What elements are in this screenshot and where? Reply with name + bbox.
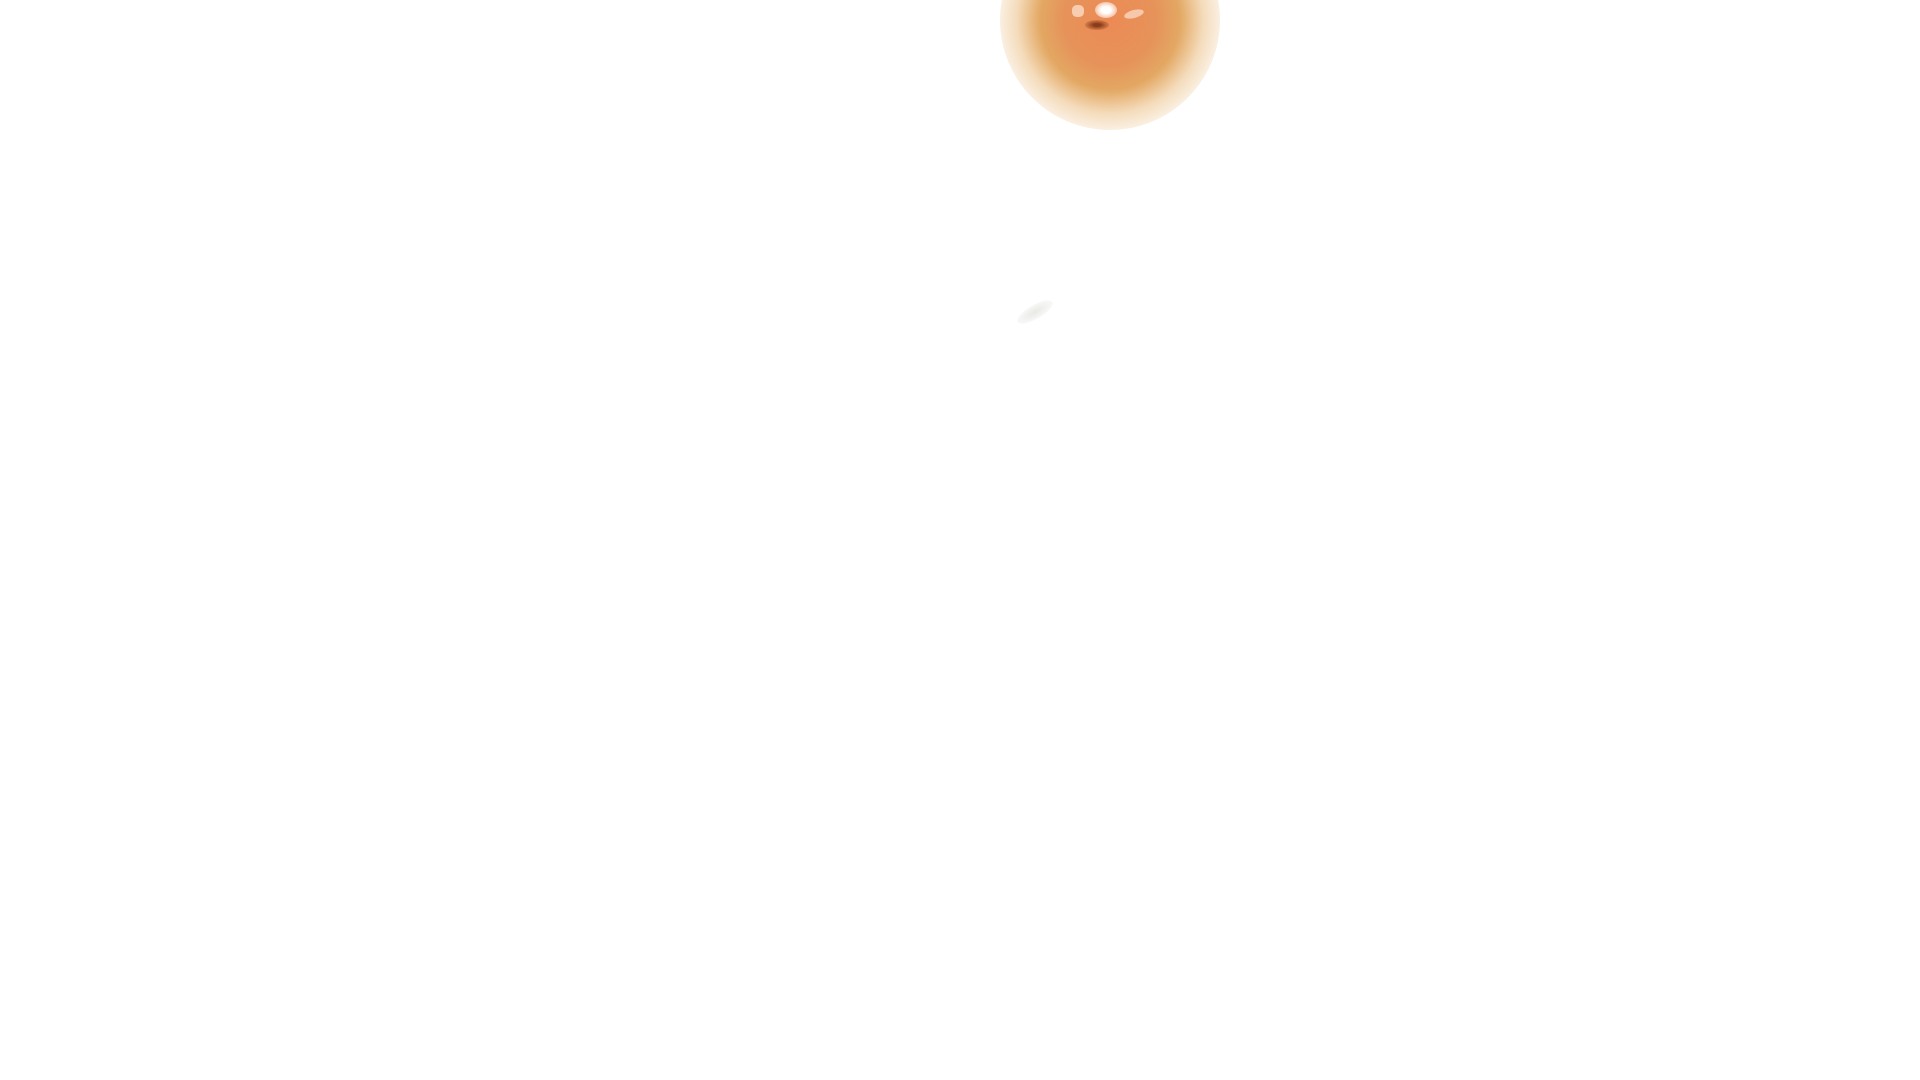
fire-orb-glow-icon xyxy=(1000,0,1220,130)
spark-icon xyxy=(1072,5,1084,17)
feather-particle-icon xyxy=(1014,295,1056,329)
fire-orb-core-icon xyxy=(1095,2,1117,18)
debris-icon xyxy=(1085,20,1109,30)
